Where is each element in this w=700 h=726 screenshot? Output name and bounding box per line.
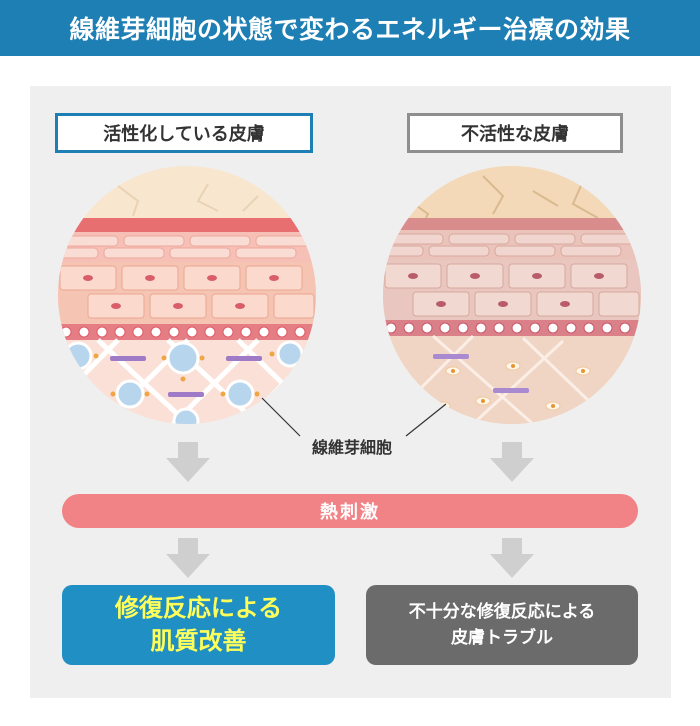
good-result-line2: 肌質改善 bbox=[150, 627, 247, 655]
good-result-line1: 修復反応による bbox=[114, 594, 283, 622]
arrow-down-icon bbox=[490, 442, 534, 482]
arrow-down-icon bbox=[166, 538, 210, 578]
header-banner: 線維芽細胞の状態で変わるエネルギー治療の効果 bbox=[0, 0, 700, 56]
bad-result-line2: 皮膚トラブル bbox=[451, 628, 553, 648]
arrow-down-icon bbox=[166, 442, 210, 482]
arrow-down-icon bbox=[490, 538, 534, 578]
active-skin-illustration bbox=[58, 166, 316, 424]
heat-stimulus-bar: 熱刺激 bbox=[62, 494, 638, 528]
fibroblast-label: 線維芽細胞 bbox=[311, 438, 392, 457]
active-skin-label: 活性化している皮膚 bbox=[55, 113, 313, 153]
page-title: 線維芽細胞の状態で変わるエネルギー治療の効果 bbox=[69, 15, 631, 44]
bad-result-line1: 不十分な修復反応による bbox=[408, 602, 596, 622]
inactive-skin-illustration bbox=[383, 166, 641, 424]
inactive-skin-label: 不活性な皮膚 bbox=[407, 113, 623, 153]
bad-result-box: 不十分な修復反応による 皮膚トラブル bbox=[366, 585, 638, 665]
good-result-box: 修復反応による 肌質改善 bbox=[62, 585, 335, 665]
